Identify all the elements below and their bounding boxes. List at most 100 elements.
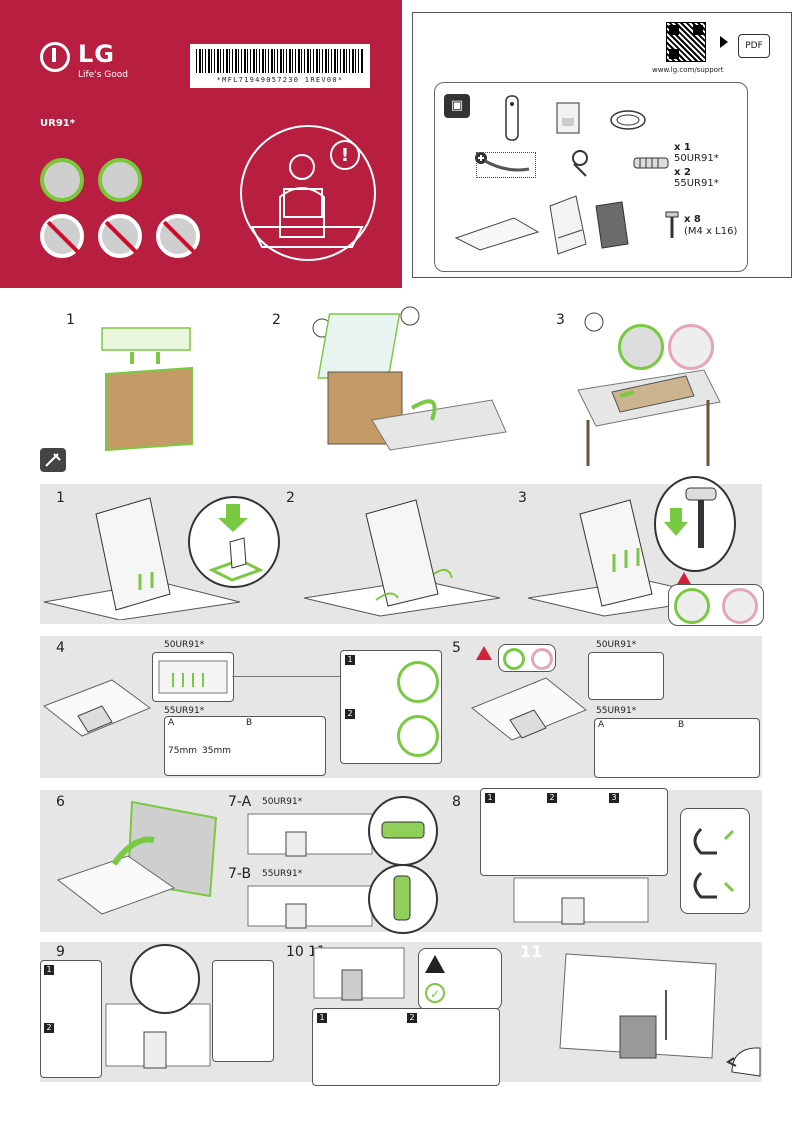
step-7b-tv-illustration: [246, 884, 376, 930]
ok-grip-icon: [98, 158, 142, 202]
step-4-inset-55: [164, 716, 326, 776]
arrow-right-icon: [720, 36, 728, 48]
step-5-model-55: 55UR91*: [596, 706, 637, 716]
step-9-sub-1: 1: [44, 965, 54, 975]
step-7a-clip-detail: [368, 796, 438, 866]
step-5-inset-55: [594, 718, 760, 778]
brand-logo-text: LG: [78, 40, 115, 68]
step-4-dim-2: 35mm: [202, 746, 231, 756]
parts-panel: [412, 12, 792, 278]
parts-qty-b: x 2: [674, 167, 691, 178]
step-10-number: 10: [286, 944, 304, 960]
support-url[interactable]: www.lg.com/support: [652, 66, 724, 74]
step-1-box-illustration: [96, 322, 206, 454]
step-10-check-icon: ✓: [425, 983, 445, 1003]
step-11-tv-back-illustration: [556, 950, 722, 1066]
step-8-tv-illustration: [512, 876, 652, 928]
step-4-sub-1: 1: [345, 655, 355, 665]
stand-cover-icon: [592, 200, 632, 250]
no-screw-small-icon: [531, 648, 553, 670]
stand-step-2-number: 2: [286, 490, 295, 506]
step-10-warning-inset: ✓: [418, 948, 502, 1010]
accessories-box: [434, 82, 748, 272]
step-7a-number: 7-A: [228, 794, 252, 810]
screw-icon: [664, 210, 680, 240]
parts-model-a: 50UR91*: [674, 153, 719, 164]
step-9-inset-right: [212, 960, 274, 1062]
step-7a-model: 50UR91*: [262, 797, 303, 807]
optional-plus-icon: [474, 150, 488, 164]
no-lift-icon: [156, 214, 200, 258]
step-3-number: 3: [556, 312, 565, 328]
clip-detail-1-icon: [397, 661, 439, 703]
step-8-sub-2: 2: [547, 793, 557, 803]
stand-step-2-illustration: [300, 494, 510, 618]
step-7b-model: 55UR91*: [262, 869, 303, 879]
step-5-model-50: 50UR91*: [596, 640, 637, 650]
step-6-number: 6: [56, 794, 65, 810]
step-9-inset-left: 1 2: [40, 960, 102, 1078]
parts-qty-a: x 1: [674, 142, 691, 153]
remote-icon: [500, 94, 524, 142]
step-1-number: 1: [66, 312, 75, 328]
step-4-detail-inset: 1 2: [340, 650, 442, 764]
step-4-model-55: 55UR91*: [164, 706, 205, 716]
no-hold-icon: [40, 214, 84, 258]
screw-qty: x 8: [684, 214, 701, 225]
ok-screw-small-icon: [503, 648, 525, 670]
model-label: UR91*: [40, 118, 75, 129]
step-4-inset-50: [152, 652, 234, 702]
step-3-place-illustration: [574, 300, 724, 470]
warning-triangle-icon: [676, 572, 692, 586]
tool-icon: [40, 448, 66, 472]
unpack-illustration: [240, 125, 376, 261]
ok-carry-icon: [40, 158, 84, 202]
stand-body-icon: [546, 194, 590, 256]
step-7b-clip-detail: [368, 864, 438, 934]
warning-icon: !: [330, 140, 360, 170]
step-10-sub-1: 1: [317, 1013, 327, 1023]
step-2-lift-illustration: [292, 300, 512, 458]
stand-base-plate-icon: [454, 212, 540, 252]
step-8-clip-inset: [680, 808, 750, 914]
stand-step-3-screw-detail: [654, 476, 736, 572]
qr-code-icon: [666, 22, 706, 62]
leader-line: [232, 676, 340, 677]
screw-spec: (M4 x L16): [684, 226, 738, 237]
stand-step-1-number: 1: [56, 490, 65, 506]
stand-step-1-illustration: [40, 490, 260, 621]
cable-holder-icon: [566, 148, 594, 178]
page-curl-icon: [724, 1040, 764, 1080]
person-unboxing-icon: [250, 154, 364, 248]
step-10-warning-icon: [425, 955, 445, 973]
cable-clip-icon: [632, 154, 670, 172]
no-press-icon: [98, 214, 142, 258]
ok-screw-icon: [674, 588, 710, 624]
step-8-sub-3: 3: [609, 793, 619, 803]
parts-model-b: 55UR91*: [674, 178, 719, 189]
step-5-label-b: B: [678, 720, 685, 730]
step-9-clip-detail: [130, 944, 200, 1014]
step-4-label-a: A: [168, 718, 175, 728]
step-11-number: 11: [520, 942, 543, 961]
step-5-screw-inset: [498, 644, 556, 672]
step-2-number: 2: [272, 312, 281, 328]
step-6-illustration: [54, 796, 234, 926]
ok-grip-detail-icon: [618, 324, 664, 370]
cable-tie-dotted-box: [476, 152, 536, 178]
no-screw-icon: [722, 588, 758, 624]
lg-logo-icon: [40, 42, 70, 72]
step-9-sub-2: 2: [44, 1023, 54, 1033]
step-4-tv-back: [42, 678, 152, 748]
step-4-number: 4: [56, 640, 65, 656]
step-5-number: 5: [452, 640, 461, 656]
pdf-link[interactable]: PDF: [738, 34, 770, 58]
barcode-bars: [196, 49, 364, 73]
step-9-number: 9: [56, 944, 65, 960]
stand-step-3-number: 3: [518, 490, 527, 506]
step-10-inset: 1 2: [312, 1008, 500, 1086]
clip-detail-2-icon: [397, 715, 439, 757]
step-4-model-50: 50UR91*: [164, 640, 205, 650]
step-10-tv-illustration: [312, 946, 408, 1002]
step-7a-tv-illustration: [246, 812, 376, 858]
